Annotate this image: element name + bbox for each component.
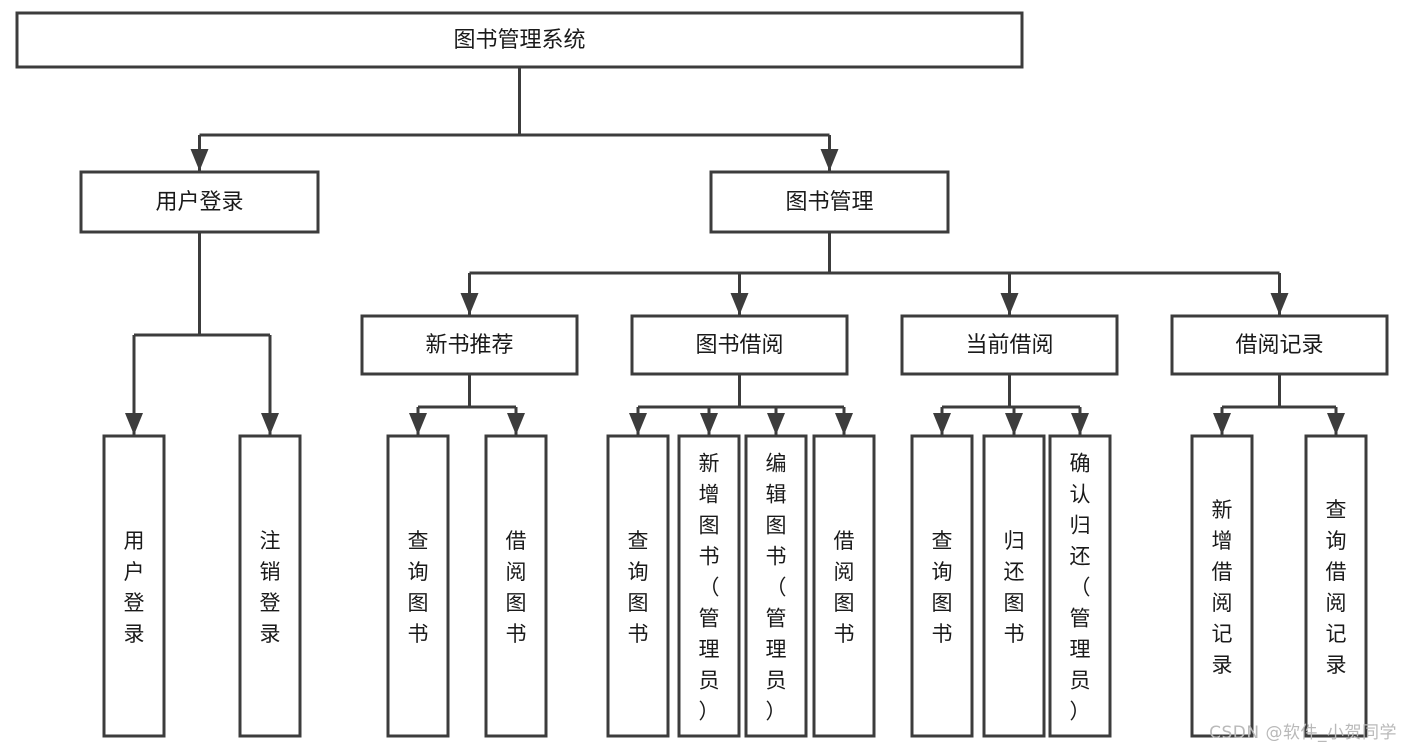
- node-box-leaf-return-book: [982, 434, 1046, 738]
- node-login[interactable]: 用户登录: [79, 170, 320, 234]
- node-bookmgmt[interactable]: 图书管理: [709, 170, 950, 234]
- arrow-head-bookmgmt-to-current: [1000, 293, 1019, 315]
- node-label-leaf-edit-book: 编辑图书（管理员）: [766, 452, 787, 724]
- arrow-head-borrow-to-leaf-borrow-book-2: [835, 413, 853, 435]
- node-label-leaf-borrow-book-2: 借阅图书: [834, 529, 855, 646]
- arrow-head-borrow-to-leaf-query-book-2: [629, 413, 647, 435]
- node-leaf-borrow-book-1[interactable]: 借阅图书: [484, 434, 548, 738]
- node-leaf-borrow-book-2[interactable]: 借阅图书: [812, 434, 876, 738]
- node-label-login: 用户登录: [155, 190, 243, 215]
- node-leaf-edit-book[interactable]: 编辑图书（管理员）: [744, 434, 808, 738]
- node-borrow[interactable]: 图书借阅: [630, 314, 849, 376]
- node-label-leaf-query-record: 查询借阅记录: [1326, 498, 1347, 677]
- node-label-leaf-user-login: 用户登录: [124, 529, 145, 646]
- arrow-head-newbook-to-leaf-query-book-1: [409, 413, 427, 435]
- node-box-login: [79, 170, 320, 234]
- node-box-root: [15, 11, 1024, 69]
- node-box-leaf-add-record: [1190, 434, 1254, 738]
- arrow-head-current-to-leaf-return-book: [1005, 413, 1023, 435]
- node-records[interactable]: 借阅记录: [1170, 314, 1389, 376]
- node-current[interactable]: 当前借阅: [900, 314, 1119, 376]
- node-leaf-query-book-2[interactable]: 查询图书: [606, 434, 670, 738]
- node-leaf-add-book[interactable]: 新增图书（管理员）: [677, 434, 741, 738]
- node-box-records: [1170, 314, 1389, 376]
- node-leaf-return-book[interactable]: 归还图书: [982, 434, 1046, 738]
- arrow-head-records-to-leaf-query-record: [1327, 413, 1345, 435]
- node-leaf-query-record[interactable]: 查询借阅记录: [1304, 434, 1368, 738]
- node-label-leaf-query-book-3: 查询图书: [932, 529, 953, 646]
- node-label-leaf-add-book: 新增图书（管理员）: [699, 452, 720, 724]
- node-label-leaf-confirm-return: 确认归还（管理员）: [1070, 452, 1091, 724]
- node-box-leaf-edit-book: [744, 434, 808, 738]
- arrow-head-current-to-leaf-confirm-return: [1071, 413, 1089, 435]
- node-label-borrow: 图书借阅: [695, 333, 783, 358]
- node-box-borrow: [630, 314, 849, 376]
- node-box-leaf-confirm-return: [1048, 434, 1112, 738]
- node-label-leaf-query-book-1: 查询图书: [408, 529, 429, 646]
- node-box-leaf-add-book: [677, 434, 741, 738]
- node-label-leaf-return-book: 归还图书: [1004, 529, 1025, 646]
- node-box-leaf-query-book-1: [386, 434, 450, 738]
- arrow-head-bookmgmt-to-records: [1270, 293, 1289, 315]
- arrow-head-login-to-leaf-user-login: [125, 413, 143, 435]
- node-label-newbook: 新书推荐: [425, 333, 513, 358]
- node-leaf-user-logout[interactable]: 注销登录: [238, 434, 302, 738]
- arrow-head-bookmgmt-to-newbook: [460, 293, 479, 315]
- arrow-head-bookmgmt-to-borrow: [730, 293, 749, 315]
- node-box-leaf-user-login: [102, 434, 166, 738]
- node-box-bookmgmt: [709, 170, 950, 234]
- node-leaf-add-record[interactable]: 新增借阅记录: [1190, 434, 1254, 738]
- node-label-leaf-borrow-book-1: 借阅图书: [506, 529, 527, 646]
- node-label-root: 图书管理系统: [453, 28, 585, 53]
- node-box-leaf-borrow-book-1: [484, 434, 548, 738]
- node-box-leaf-user-logout: [238, 434, 302, 738]
- node-root[interactable]: 图书管理系统: [15, 11, 1024, 69]
- arrow-head-root-to-login: [190, 149, 209, 171]
- node-label-leaf-user-logout: 注销登录: [260, 529, 281, 646]
- node-label-leaf-add-record: 新增借阅记录: [1212, 498, 1233, 677]
- arrow-head-borrow-to-leaf-edit-book: [767, 413, 785, 435]
- arrow-head-borrow-to-leaf-add-book: [700, 413, 718, 435]
- node-label-current: 当前借阅: [965, 333, 1053, 358]
- node-label-bookmgmt: 图书管理: [785, 190, 873, 215]
- node-label-records: 借阅记录: [1235, 333, 1323, 358]
- node-leaf-query-book-3[interactable]: 查询图书: [910, 434, 974, 738]
- arrow-head-login-to-leaf-user-logout: [261, 413, 279, 435]
- node-label-leaf-query-book-2: 查询图书: [628, 529, 649, 646]
- watermark-text: CSDN @软件_小贺同学: [1209, 723, 1397, 743]
- node-box-leaf-query-record: [1304, 434, 1368, 738]
- node-leaf-confirm-return[interactable]: 确认归还（管理员）: [1048, 434, 1112, 738]
- node-box-current: [900, 314, 1119, 376]
- node-box-leaf-borrow-book-2: [812, 434, 876, 738]
- node-leaf-query-book-1[interactable]: 查询图书: [386, 434, 450, 738]
- arrow-head-records-to-leaf-add-record: [1213, 413, 1231, 435]
- node-layer: 图书管理系统用户登录图书管理新书推荐图书借阅当前借阅借阅记录用户登录注销登录查询…: [15, 11, 1389, 738]
- arrow-head-root-to-bookmgmt: [820, 149, 839, 171]
- node-box-leaf-query-book-2: [606, 434, 670, 738]
- node-box-leaf-query-book-3: [910, 434, 974, 738]
- node-newbook[interactable]: 新书推荐: [360, 314, 579, 376]
- node-leaf-user-login[interactable]: 用户登录: [102, 434, 166, 738]
- node-box-newbook: [360, 314, 579, 376]
- connector-layer: [125, 67, 1345, 435]
- arrow-head-current-to-leaf-query-book-3: [933, 413, 951, 435]
- arrow-head-newbook-to-leaf-borrow-book-1: [507, 413, 525, 435]
